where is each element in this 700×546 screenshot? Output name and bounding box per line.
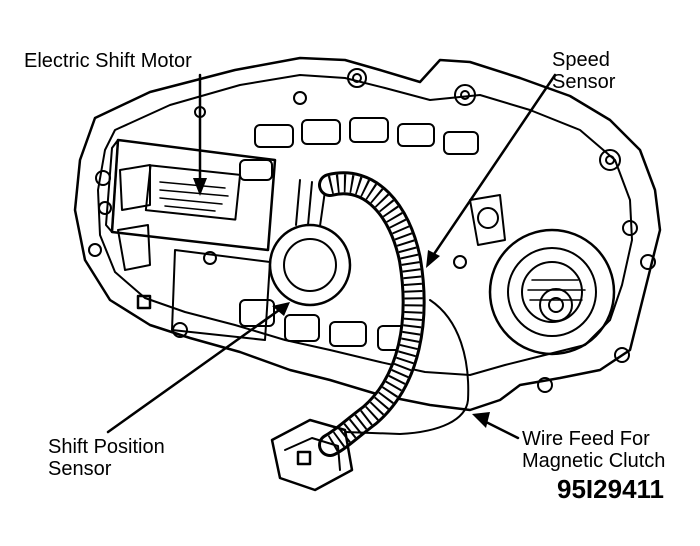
speed-sensor-part	[469, 194, 506, 246]
leader-lines	[106, 73, 557, 440]
arrowhead-speed-sensor	[426, 250, 440, 268]
magnetic-clutch-wire	[344, 299, 470, 435]
label-wire-feed-line1: Wire Feed For	[522, 428, 650, 450]
label-wire-feed-line2: Magnetic Clutch	[522, 450, 666, 472]
figure-code: 95I29411	[557, 474, 665, 504]
leader-speed-sensor	[428, 73, 557, 262]
label-shift-position-sensor-line1: Shift Position	[48, 436, 165, 458]
output-shaft	[488, 228, 616, 356]
label-shift-position-sensor-line2: Sensor	[48, 458, 112, 480]
label-speed-sensor-line1: Speed	[552, 49, 610, 71]
arrowhead-shift-position-sensor	[272, 302, 290, 316]
arrowhead-electric-shift-motor	[193, 178, 207, 196]
label-electric-shift-motor: Electric Shift Motor	[24, 50, 192, 72]
electric-shift-motor-part	[105, 138, 277, 341]
wiring-harness	[318, 171, 426, 457]
shift-position-sensor-part	[268, 179, 352, 307]
transfer-case-housing	[73, 56, 662, 412]
leader-arrowheads	[193, 178, 490, 428]
arrowhead-wire-feed	[472, 412, 490, 428]
harness-connector	[270, 418, 354, 492]
label-speed-sensor-line2: Sensor	[552, 71, 616, 93]
leader-shift-position-sensor	[106, 306, 284, 434]
